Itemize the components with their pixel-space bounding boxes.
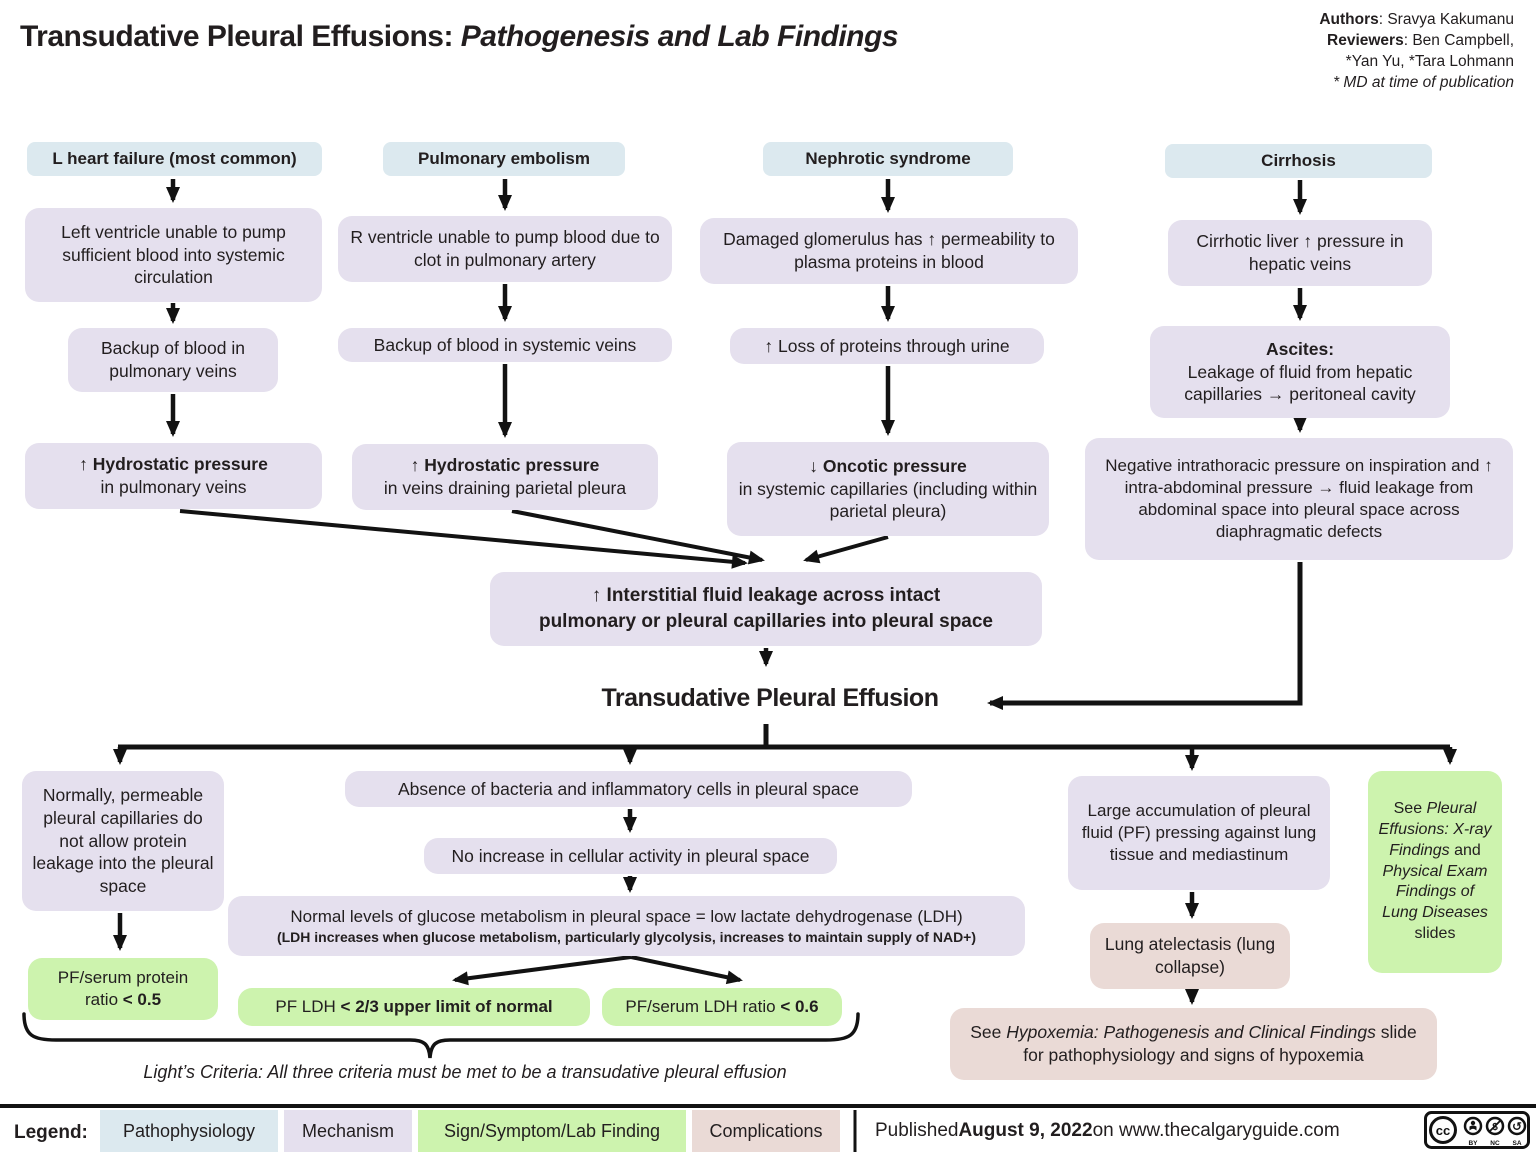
effusion-heading: Transudative Pleural Effusion <box>601 684 939 712</box>
svg-text:SA: SA <box>1512 1140 1521 1147</box>
cc-license-icons: cc BY $ NC ↺ SA <box>1424 1111 1530 1149</box>
page-title: Transudative Pleural Effusions: Pathogen… <box>20 20 899 54</box>
box-normally-permeable: Normally, permeable pleural capillaries … <box>22 771 224 911</box>
box-damaged-glomerulus: Damaged glomerulus has ↑ permeability to… <box>700 218 1078 284</box>
credits-reviewers: Reviewers: Ben Campbell, <box>1327 31 1514 49</box>
box-backup-pulmonary-veins: Backup of blood in pulmonary veins <box>68 328 278 392</box>
box-see-xray-slides: See Pleural Effusions: X-ray Findings an… <box>1368 771 1502 973</box>
box-pf-protein-ratio: PF/serum protein ratio < 0.5 <box>28 958 218 1020</box>
legend-chip-sign-symptom-lab-finding: Sign/Symptom/Lab Finding <box>418 1110 686 1152</box>
published-note: Published August 9, 2022 on www.thecalga… <box>875 1120 1340 1141</box>
legend-chip-pathophysiology: Pathophysiology <box>100 1110 278 1152</box>
by-icon: BY <box>1463 1116 1483 1147</box>
svg-text:$: $ <box>1492 1122 1498 1133</box>
nc-icon: $ NC <box>1485 1116 1505 1147</box>
box-protein-loss-urine: ↑ Loss of proteins through urine <box>730 328 1044 364</box>
svg-text:↺: ↺ <box>1512 1120 1522 1134</box>
legend-chip-mechanism: Mechanism <box>284 1110 412 1152</box>
header-chip-pulmonary-embolism: Pulmonary embolism <box>383 142 625 176</box>
box-glucose-metabolism: Normal levels of glucose metabolism in p… <box>228 896 1025 956</box>
header-chip-nephrotic-syndrome: Nephrotic syndrome <box>763 142 1013 176</box>
header-chip-heart-failure: L heart failure (most common) <box>27 142 322 176</box>
box-backup-systemic-veins: Backup of blood in systemic veins <box>338 328 672 362</box>
cc-icon: cc <box>1429 1116 1457 1144</box>
box-cirrhotic-liver: Cirrhotic liver ↑ pressure in hepatic ve… <box>1168 220 1432 286</box>
credits: Authors: Sravya Kakumanu Reviewers: Ben … <box>1319 10 1514 94</box>
credits-footnote: * MD at time of publication <box>1333 73 1514 91</box>
legend-chip-complications: Complications <box>692 1110 840 1152</box>
svg-text:BY: BY <box>1468 1140 1478 1147</box>
page-title-main: Transudative Pleural Effusions: <box>20 20 461 53</box>
page-title-italic: Pathogenesis and Lab Findings <box>460 20 899 53</box>
box-pf-serum-ldh: PF/serum LDH ratio < 0.6 <box>602 988 842 1026</box>
cc-license-badge: cc BY $ NC ↺ SA <box>1424 1111 1530 1149</box>
box-large-accumulation: Large accumulation of pleural fluid (PF)… <box>1068 776 1330 890</box>
box-right-ventricle: R ventricle unable to pump blood due to … <box>338 216 672 282</box>
svg-text:NC: NC <box>1490 1140 1500 1147</box>
box-see-hypoxemia: See Hypoxemia: Pathogenesis and Clinical… <box>950 1008 1437 1080</box>
sa-icon: ↺ SA <box>1507 1116 1527 1147</box>
box-lung-atelectasis: Lung atelectasis (lung collapse) <box>1090 923 1290 989</box>
lights-criteria-note: Light’s Criteria: All three criteria mus… <box>143 1062 787 1082</box>
box-left-ventricle: Left ventricle unable to pump sufficient… <box>25 208 322 302</box>
credits-authors: Authors: Sravya Kakumanu <box>1319 11 1514 28</box>
box-absence-bacteria: Absence of bacteria and inflammatory cel… <box>345 771 912 807</box>
box-interstitial-leakage: ↑ Interstitial fluid leakage across inta… <box>490 572 1042 646</box>
box-negative-intrathoracic: Negative intrathoracic pressure on inspi… <box>1085 438 1513 560</box>
credits-reviewers-2: *Yan Yu, *Tara Lohmann <box>1345 52 1514 70</box>
box-ascites: Ascites:Leakage of fluid from hepatic ca… <box>1150 326 1450 418</box>
header-chip-cirrhosis: Cirrhosis <box>1165 144 1432 178</box>
box-pf-ldh: PF LDH < 2/3 upper limit of normal <box>238 988 590 1026</box>
legend-label: Legend: <box>14 1122 88 1143</box>
svg-text:cc: cc <box>1436 1123 1450 1138</box>
box-no-cellular-activity: No increase in cellular activity in pleu… <box>424 838 837 874</box>
